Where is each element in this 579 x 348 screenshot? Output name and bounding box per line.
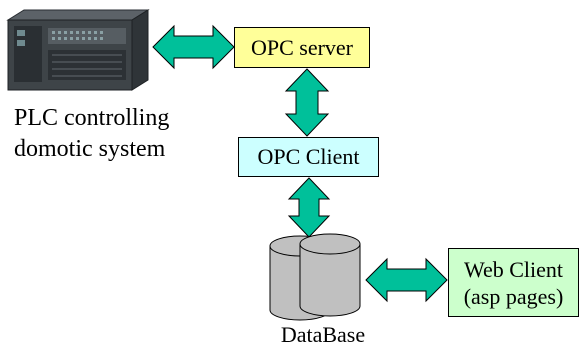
opc-client-box: OPC Client (238, 137, 379, 177)
opc-server-label: OPC server (250, 34, 354, 60)
opc-client-database-arrow (287, 177, 331, 238)
plc-label: PLC controlling domotic system (14, 103, 204, 165)
web-client-box: Web Client (asp pages) (448, 248, 579, 317)
web-client-label-line2: (asp pages) (463, 283, 564, 309)
web-client-label-line1: Web Client (463, 256, 564, 282)
plc-label-line1: PLC controlling (14, 105, 170, 131)
database-label: DataBase (280, 322, 366, 347)
opc-server-opc-client-arrow (284, 68, 330, 137)
opc-server-box: OPC server (234, 27, 370, 68)
plc-device-icon (6, 9, 150, 91)
opc-client-label: OPC Client (257, 144, 360, 169)
plc-label-line2: domotic system (14, 136, 166, 162)
database-web-client-arrow (365, 257, 448, 303)
plc-opc-server-arrow (152, 24, 235, 70)
database-icon (269, 233, 361, 321)
